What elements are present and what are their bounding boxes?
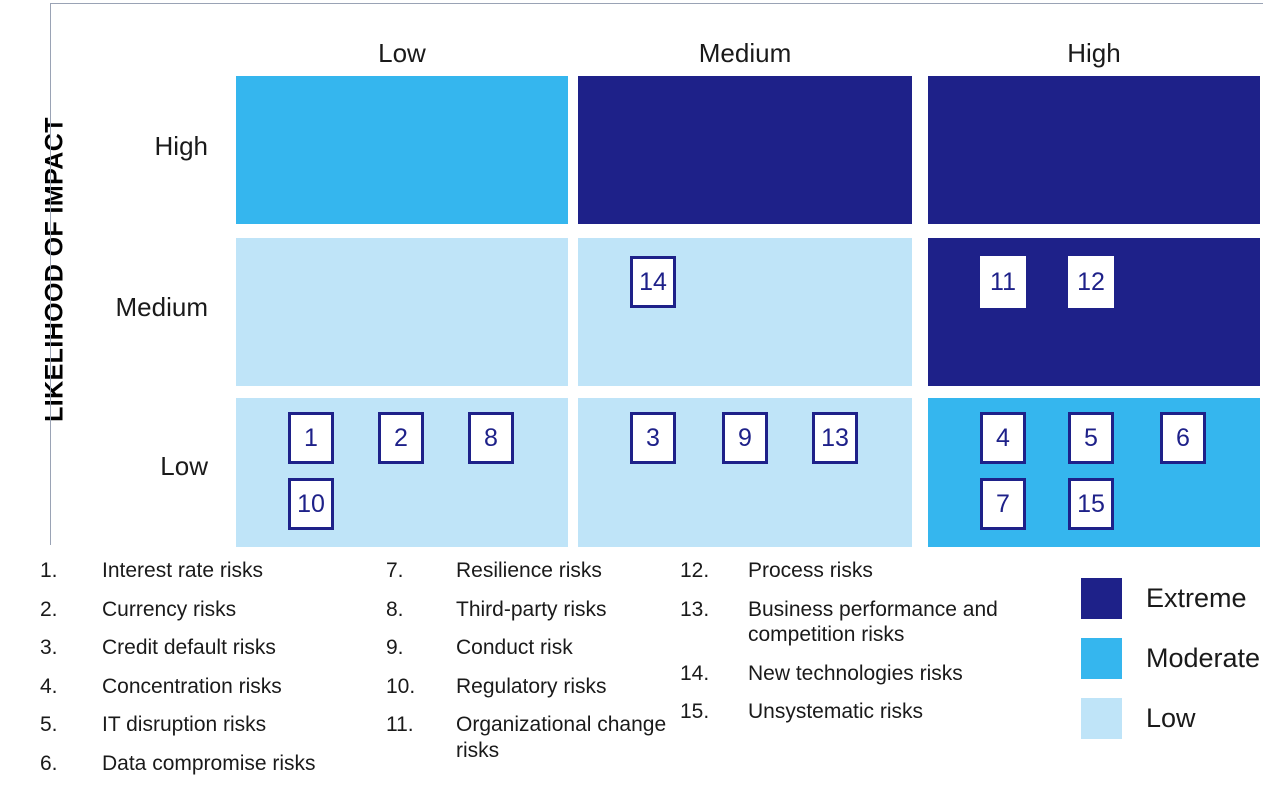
y-axis-label-area: LIKELIHOOD OF IMPACT	[0, 0, 69, 545]
list-item-label: Interest rate risks	[102, 559, 264, 582]
list-item: 15. Unsystematic risks	[680, 699, 1070, 725]
list-item: 14. New technologies risks	[680, 661, 1070, 687]
cell-medium-high[interactable]: 11 12	[928, 238, 1260, 386]
list-item: 9. Conduct risk	[386, 635, 676, 661]
list-item-label: Third-party risks	[456, 597, 607, 621]
list-item-number: 2.	[40, 597, 58, 621]
list-item: 6. Data compromise risks	[40, 751, 380, 777]
legend-swatch-extreme-icon	[1081, 578, 1122, 619]
cell-low-medium[interactable]: 3 9 13	[578, 398, 912, 547]
risk-marker-8[interactable]: 8	[468, 412, 514, 464]
risk-marker-2[interactable]: 2	[378, 412, 424, 464]
risk-marker-5[interactable]: 5	[1068, 412, 1114, 464]
y-axis-rule	[50, 3, 51, 545]
risk-marker-13[interactable]: 13	[812, 412, 858, 464]
list-item-label: Data compromise risks	[102, 752, 316, 776]
list-item: 5. IT disruption risks	[40, 712, 380, 738]
list-item: 11. Organizational change risks	[386, 712, 676, 763]
list-item-label: Credit default risks	[102, 636, 276, 660]
column-header-high: High	[1067, 38, 1121, 68]
list-item: 4. Concentration risks	[40, 674, 380, 700]
list-item-number: 4.	[40, 674, 58, 698]
list-item-number: 13.	[680, 597, 710, 621]
list-item: 7. Resilience risks	[386, 558, 676, 584]
risk-marker-7[interactable]: 7	[980, 478, 1026, 530]
severity-legend: Extreme Moderate Low	[1081, 578, 1263, 758]
risk-marker-4[interactable]: 4	[980, 412, 1026, 464]
list-item-number: 5.	[40, 713, 58, 737]
risk-marker-12[interactable]: 12	[1068, 256, 1114, 308]
list-item: 1. Interest rate risks	[40, 558, 380, 584]
legend-item-moderate: Moderate	[1081, 638, 1263, 679]
list-item-label: Regulatory risks	[456, 674, 607, 698]
list-item-number: 3.	[40, 636, 58, 660]
list-item-label: IT disruption risks	[102, 713, 267, 737]
list-item: 13. Business performance and competition…	[680, 597, 1070, 648]
list-item-number: 15.	[680, 700, 710, 724]
column-header-medium: Medium	[698, 38, 792, 68]
cell-medium-medium[interactable]: 14	[578, 238, 912, 386]
top-rule	[50, 3, 1263, 4]
list-item-number: 1.	[40, 559, 58, 582]
list-item-label: Organizational change risks	[456, 713, 667, 763]
list-item: 12. Process risks	[680, 558, 1070, 584]
risk-list-column-3: 12. Process risks 13. Business performan…	[680, 558, 1070, 738]
legend-item-low: Low	[1081, 698, 1263, 739]
list-item-number: 10.	[386, 674, 416, 698]
cell-low-low[interactable]: 1 2 8 10	[236, 398, 568, 547]
cell-high-medium[interactable]	[578, 76, 912, 224]
list-item: 3. Credit default risks	[40, 635, 380, 661]
risk-marker-15[interactable]: 15	[1068, 478, 1114, 530]
risk-marker-3[interactable]: 3	[630, 412, 676, 464]
list-item-number: 7.	[386, 559, 404, 582]
list-item-label: Process risks	[748, 559, 873, 582]
list-item-label: Business performance and competition ris…	[748, 597, 998, 647]
risk-marker-9[interactable]: 9	[722, 412, 768, 464]
list-item: 10. Regulatory risks	[386, 674, 676, 700]
risk-marker-10[interactable]: 10	[288, 478, 334, 530]
list-item: 8. Third-party risks	[386, 597, 676, 623]
legend-swatch-low-icon	[1081, 698, 1122, 739]
risk-marker-6[interactable]: 6	[1160, 412, 1206, 464]
list-item-label: Resilience risks	[456, 559, 602, 582]
list-item-number: 8.	[386, 597, 404, 621]
cell-medium-low[interactable]	[236, 238, 568, 386]
legend-item-extreme: Extreme	[1081, 578, 1263, 619]
legend-label-low: Low	[1146, 703, 1196, 733]
risk-marker-11[interactable]: 11	[980, 256, 1026, 308]
list-item-label: Concentration risks	[102, 674, 282, 698]
risk-list-column-1: 1. Interest rate risks 2. Currency risks…	[40, 558, 380, 790]
risk-list-column-2: 7. Resilience risks 8. Third-party risks…	[386, 558, 676, 777]
legend-label-moderate: Moderate	[1146, 643, 1261, 673]
list-item-label: Conduct risk	[456, 636, 573, 660]
legend-swatch-moderate-icon	[1081, 638, 1122, 679]
list-item-number: 12.	[680, 559, 710, 582]
list-item-label: Currency risks	[102, 597, 237, 621]
list-item: 2. Currency risks	[40, 597, 380, 623]
row-label-high: High	[154, 131, 208, 161]
cell-high-low[interactable]	[236, 76, 568, 224]
list-item-label: Unsystematic risks	[748, 700, 924, 724]
list-item-label: New technologies risks	[748, 661, 963, 685]
list-item-number: 9.	[386, 636, 404, 660]
risk-marker-14[interactable]: 14	[630, 256, 676, 308]
cell-low-high[interactable]: 4 5 6 7 15	[928, 398, 1260, 547]
row-label-low: Low	[160, 451, 208, 481]
legend-label-extreme: Extreme	[1146, 583, 1247, 613]
list-item-number: 11.	[386, 713, 414, 737]
row-label-medium: Medium	[115, 292, 208, 322]
list-item-number: 6.	[40, 752, 58, 776]
risk-marker-1[interactable]: 1	[288, 412, 334, 464]
cell-high-high[interactable]	[928, 76, 1260, 224]
column-header-low: Low	[378, 38, 426, 68]
list-item-number: 14.	[680, 661, 710, 685]
